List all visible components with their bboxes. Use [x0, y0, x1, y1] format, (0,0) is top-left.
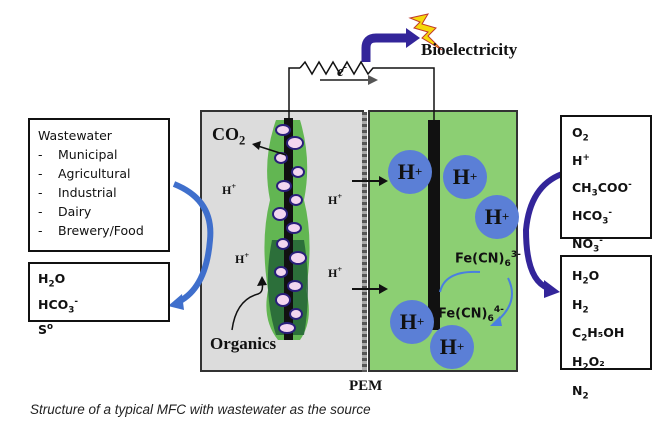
proton-ion: H+	[443, 155, 487, 199]
ferricyanide-label: Fe(CN)63-	[455, 250, 521, 269]
mediator-cycle-arrowhead-icon	[490, 316, 502, 326]
anode-proton-label: H+	[328, 265, 343, 280]
chemical-item: H2	[572, 296, 589, 316]
proton-ion: H+	[430, 325, 474, 369]
co2-arrowhead-icon	[252, 141, 261, 150]
proton-ion: H+	[475, 195, 519, 239]
organics-label: Organics	[210, 334, 277, 353]
wastewater-source-item: -Industrial	[38, 185, 117, 200]
ferrocyanide-label: Fe(CN)64-	[438, 305, 504, 324]
wastewater-sources-box: Wastewater -Municipal -Agricultural -Ind…	[28, 118, 170, 252]
wastewater-source-item: -Municipal	[38, 147, 118, 162]
external-circuit-wire-right	[378, 67, 435, 120]
lightning-bolt-icon	[408, 13, 443, 51]
cathode-inputs-box: O2 H+ CH3COO- HCO3- NO3-	[560, 115, 652, 254]
wastewater-source-item: -Dairy	[38, 204, 92, 219]
chemical-item: H2O	[572, 268, 600, 287]
organics-arrowhead-icon	[257, 276, 267, 286]
wastewater-flow-arrow	[172, 181, 214, 306]
cathode-flow-arrow	[522, 171, 564, 291]
chemical-item: H+	[572, 152, 590, 168]
chemical-item: NO3-	[572, 235, 603, 255]
bioelectricity-label: Bioelectricity	[421, 40, 518, 59]
proton-exchange-membrane	[362, 112, 367, 372]
anode-proton-label: H+	[328, 192, 343, 207]
proton-arrowhead-upper-icon	[379, 176, 388, 186]
cathode-products-box: H2O H2 C2H₅OH H2O₂ N2	[560, 255, 652, 401]
wastewater-flow-arrowhead-icon	[168, 294, 184, 310]
proton-arrowhead-lower-icon	[379, 284, 388, 294]
anode-proton-label: H+	[235, 251, 250, 266]
co2-arrow	[257, 145, 287, 156]
electron-label: e-	[337, 62, 348, 80]
anode-biofilm	[264, 118, 310, 340]
bioelectricity-arrowhead-icon	[406, 28, 420, 48]
cathode-flow-arrowhead-icon	[544, 280, 560, 298]
bioelectricity-arrow	[361, 33, 408, 62]
proton-ion: H+	[390, 300, 434, 344]
mediator-cycle-arrow-left	[439, 270, 481, 293]
anode-proton-label: H+	[222, 182, 237, 197]
chemical-item: H2O	[38, 271, 66, 290]
chemical-item: O2	[572, 125, 589, 144]
chemical-item: C2H₅OH	[572, 325, 625, 344]
pem-label: PEM	[349, 378, 383, 394]
chemical-item: H2O₂	[572, 354, 605, 373]
cathode-electrode	[428, 120, 440, 330]
chemical-item: HCO3-	[572, 207, 612, 227]
proton-ion: H+	[388, 150, 432, 194]
anode-products-box: H2O HCO3- So	[28, 262, 170, 337]
organics-arrow	[231, 281, 264, 331]
resistor-icon	[299, 60, 378, 76]
wastewater-heading: Wastewater	[38, 128, 112, 143]
figure-caption: Structure of a typical MFC with wastewat…	[30, 402, 371, 417]
chemical-item: HCO3-	[38, 296, 78, 316]
wastewater-source-item: -Brewery/Food	[38, 223, 144, 238]
chemical-item: CH3COO-	[572, 180, 632, 199]
co2-label: CO2	[212, 124, 246, 148]
chemical-item: N2	[572, 382, 589, 402]
wastewater-source-item: -Agricultural	[38, 166, 131, 181]
electron-arrowhead-icon	[368, 75, 378, 85]
chemical-item: So	[38, 322, 54, 338]
